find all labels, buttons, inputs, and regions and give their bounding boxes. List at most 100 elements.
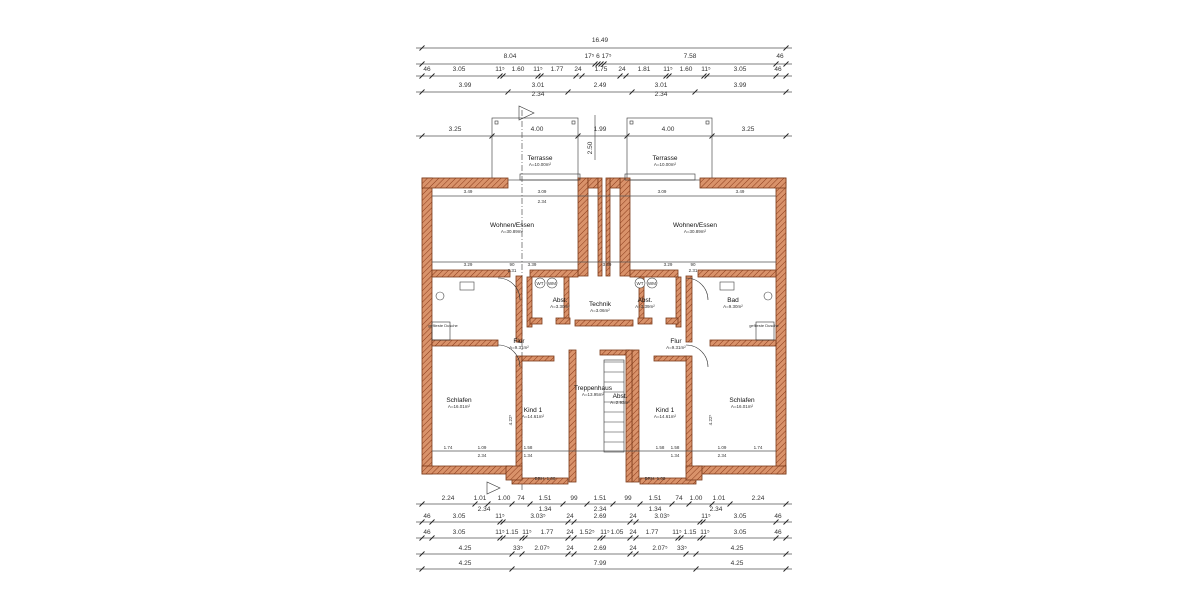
dimension-tick <box>419 519 425 525</box>
dimension-label: 11⁵ <box>672 529 682 536</box>
dimension-label: 3.09 <box>538 189 547 194</box>
dimension-tick <box>678 535 684 541</box>
room-area: A=3.06m² <box>590 308 610 313</box>
dimension-label: 3.25 <box>449 126 462 133</box>
dimension-label: 74 <box>675 495 683 502</box>
dimension-tick <box>579 73 585 79</box>
dimension-label: 1.58 <box>524 445 533 450</box>
dimension-label: 11⁵ <box>663 66 673 73</box>
dimension-tick <box>633 535 639 541</box>
dimension-tick <box>783 61 789 67</box>
dimension-label: 24 <box>629 545 637 552</box>
dimension-label: 11⁵ <box>701 513 711 520</box>
dimension-label: 2.69 <box>594 545 607 552</box>
dimension-label: 11⁵ <box>700 529 710 536</box>
dimension-label: 46 <box>423 66 431 73</box>
dimension-tick <box>773 535 779 541</box>
room-area: A=16.01m² <box>731 404 754 409</box>
dimension-tick <box>595 61 601 67</box>
dimension-label: 46 <box>423 513 431 520</box>
dimension-tick <box>538 73 544 79</box>
fixture-label: geflieste Dusche <box>428 323 458 328</box>
dimension-label: 2.69 <box>594 513 607 520</box>
dimension-label: 1.74 <box>754 445 763 450</box>
door-swing <box>497 277 521 301</box>
sink-icon <box>719 281 735 291</box>
dimension-tick <box>500 519 506 525</box>
dimension-label: 4.22⁵ <box>508 415 513 426</box>
dimension-tick <box>783 551 789 557</box>
dimension-tick <box>419 45 425 51</box>
dimension-label: 1.34 <box>671 453 680 458</box>
room-area: A=3.39m² <box>635 304 655 309</box>
dimension-tick <box>571 535 577 541</box>
dimension-label: 1.09 <box>718 445 727 450</box>
dimension-tick <box>773 519 779 525</box>
dimension-label: 24 <box>629 513 637 520</box>
door-swing <box>685 277 709 301</box>
appliance-icon <box>646 277 658 289</box>
room-area: A=14.61m² <box>522 414 545 419</box>
wall <box>639 477 697 485</box>
dimension-label: 3.05 <box>734 529 747 536</box>
room-area: A=30.89m² <box>684 229 707 234</box>
door-swing <box>497 344 521 368</box>
wall <box>605 177 611 277</box>
dimension-tick <box>683 551 689 557</box>
wall <box>685 275 693 343</box>
dimension-tick <box>627 551 633 557</box>
dimension-label: 46 <box>423 529 431 536</box>
dimension-label: 1.77 <box>551 66 564 73</box>
dimension-label: 8.04 <box>504 53 517 60</box>
room-area: A=2.93m² <box>610 400 630 405</box>
dimension-tick <box>783 45 789 51</box>
dimension-tick <box>675 535 681 541</box>
wall <box>529 317 543 325</box>
dimension-label: 1.34 <box>649 506 662 513</box>
dimension-label: 46 <box>774 513 782 520</box>
room: Kind 1A=14.61m² <box>522 407 545 419</box>
dimension-label: 33⁵ <box>677 545 687 552</box>
dimension-tick <box>692 89 698 95</box>
wall <box>629 269 679 278</box>
dimension-label: 99 <box>624 495 632 502</box>
dimension-tick <box>666 73 672 79</box>
wall <box>665 317 679 325</box>
dimension-tick <box>419 133 425 139</box>
dimension-label: 3.03⁵ <box>530 513 546 520</box>
dimension-tick <box>783 535 789 541</box>
appliance-icon <box>634 277 646 289</box>
wall <box>577 177 589 277</box>
dimension-label: 2.34 <box>478 506 491 513</box>
dimension-label: 11⁵ <box>701 66 711 73</box>
dimension-label: 24 <box>629 529 637 536</box>
wall <box>505 465 523 481</box>
section-marker-icon <box>486 481 501 495</box>
dimension-tick <box>509 566 515 572</box>
window <box>624 173 696 181</box>
dimension-label: 24 <box>566 545 574 552</box>
room-area: A=9.31m² <box>509 345 529 350</box>
dimension-tick <box>419 551 425 557</box>
dimension-tick <box>527 501 533 507</box>
dimension-tick <box>565 551 571 557</box>
dimension-tick <box>522 535 528 541</box>
room-area: A=10.00m² <box>654 162 677 167</box>
dimension-label: 4.00 <box>662 126 675 133</box>
dimension-tick <box>637 501 643 507</box>
dimension-tick <box>472 501 478 507</box>
dimension-tick <box>633 551 639 557</box>
dimension-label: 1.60 <box>680 66 693 73</box>
dimension-label: 90 <box>690 262 696 267</box>
room-area: A=30.89m² <box>501 229 524 234</box>
toilet-icon <box>763 291 773 301</box>
dimension-tick <box>419 61 425 67</box>
dimension-tick <box>709 501 715 507</box>
dimension-tick <box>584 501 590 507</box>
dimension-tick <box>500 535 506 541</box>
dimension-label: 2.34 <box>710 506 723 513</box>
